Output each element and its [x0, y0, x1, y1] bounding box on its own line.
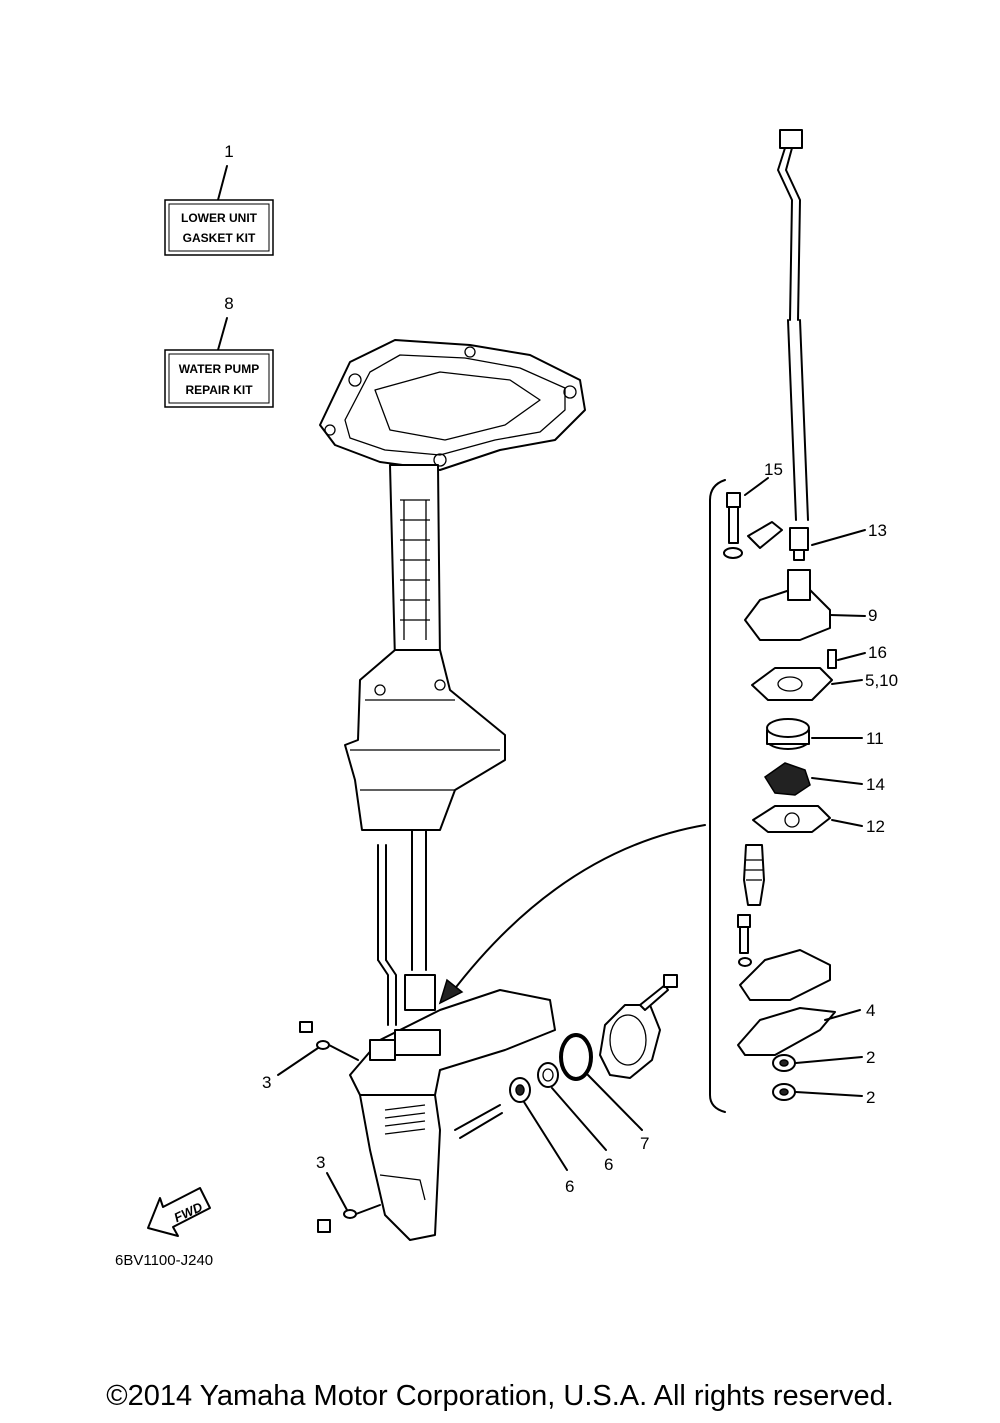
kit-water-pump-repair: 8 WATER PUMP REPAIR KIT: [164, 294, 274, 408]
callout-14: 14: [866, 775, 885, 794]
callout-6-right: 6: [604, 1155, 613, 1174]
kit-bracket: [709, 479, 726, 1113]
diagram-code: 6BV1100-J240: [115, 1252, 213, 1269]
water-pump-parts: [723, 492, 837, 1101]
lower-unit-gearcase: [349, 974, 556, 1241]
leader-lines: [277, 477, 866, 1215]
kit-1-line2: GASKET KIT: [183, 231, 256, 245]
callout-15: 15: [764, 460, 783, 479]
callout-3-lower: 3: [316, 1153, 325, 1172]
kit-8-ref: 8: [224, 294, 233, 313]
callout-4: 4: [866, 1001, 875, 1020]
kit-1-line1: LOWER UNIT: [181, 211, 258, 225]
fwd-arrow: FWD: [147, 1187, 211, 1237]
callout-13: 13: [868, 521, 887, 540]
water-pipe: [777, 129, 809, 521]
callout-12: 12: [866, 817, 885, 836]
copyright-notice: ©2014 Yamaha Motor Corporation, U.S.A. A…: [106, 1380, 894, 1412]
callout-numbers: 15 13 9 16 5,10 11 14 12 4 2 2 3 3 6 6 7: [262, 460, 898, 1196]
drive-shaft-housing: [319, 339, 586, 1026]
callout-7: 7: [640, 1134, 649, 1153]
kit-1-ref: 1: [224, 142, 233, 161]
callout-6-left: 6: [565, 1177, 574, 1196]
assembly-arrow: [449, 824, 706, 996]
kit-8-line1: WATER PUMP: [179, 362, 259, 376]
callout-5-10: 5,10: [865, 671, 898, 690]
callout-3-upper: 3: [262, 1073, 271, 1092]
gearcase-side-parts: [299, 974, 678, 1233]
callout-2-lower: 2: [866, 1088, 875, 1107]
callout-16: 16: [868, 643, 887, 662]
callout-9: 9: [868, 606, 877, 625]
callout-2-upper: 2: [866, 1048, 875, 1067]
kit-lower-unit-gasket: 1 LOWER UNIT GASKET KIT: [164, 142, 274, 256]
callout-11: 11: [866, 729, 884, 748]
kit-8-line2: REPAIR KIT: [185, 383, 253, 397]
